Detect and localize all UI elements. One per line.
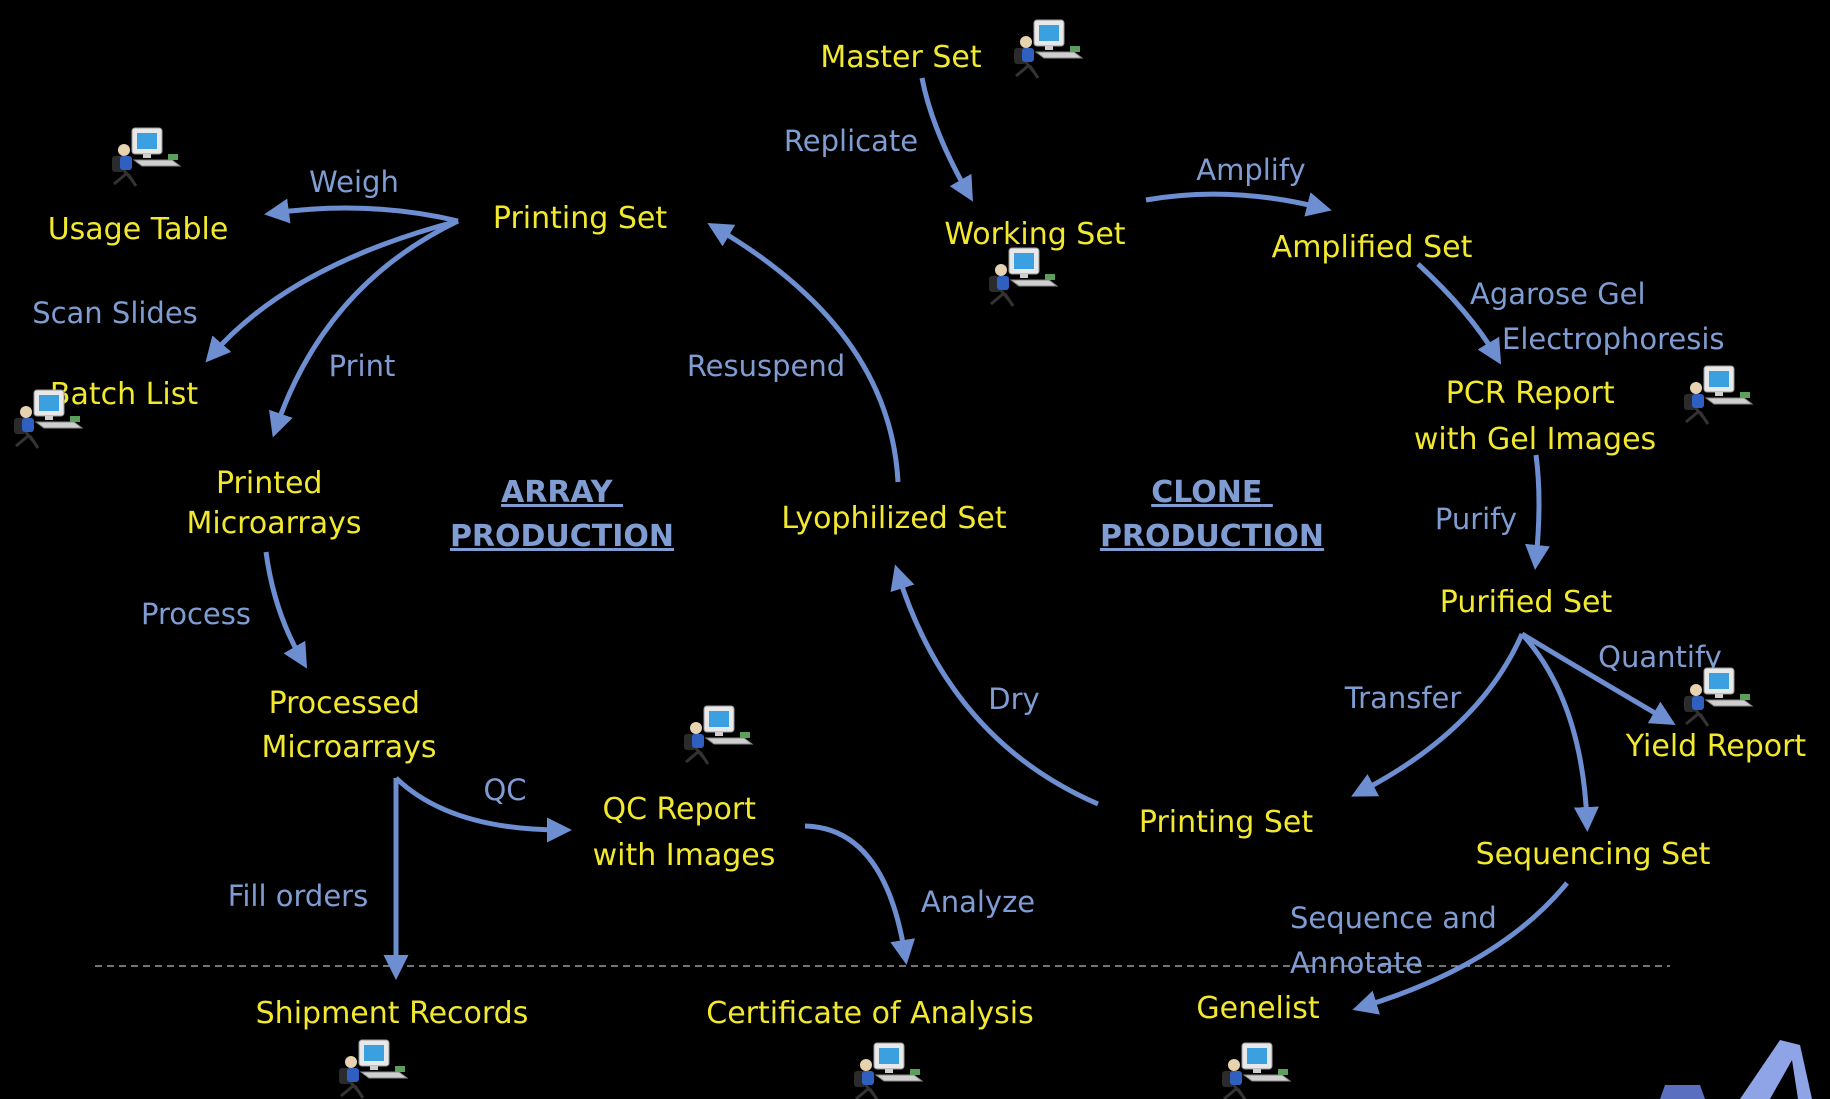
node-sequencing-set: Sequencing Set [1476, 837, 1711, 872]
label-process: Process [141, 597, 251, 631]
label-transfer: Transfer [1344, 681, 1462, 715]
node-genelist: Genelist [1196, 991, 1319, 1026]
label-purify: Purify [1435, 502, 1517, 536]
clone-production-title: CLONE PRODUCTION [1100, 475, 1324, 554]
label-weigh: Weigh [309, 165, 399, 199]
computer-user-icon [852, 1041, 924, 1099]
arrow-replicate [919, 77, 973, 202]
arrow-amplify [1145, 191, 1332, 217]
node-pcr-report: PCR Report with Gel Images [1414, 376, 1656, 457]
corner-logo [1660, 1040, 1812, 1099]
computer-user-icon [682, 704, 754, 766]
label-quantify: Quantify [1598, 640, 1722, 674]
computer-user-icon [1220, 1041, 1292, 1099]
computer-user-icon [987, 246, 1059, 308]
label-amplify: Amplify [1196, 153, 1305, 187]
label-qc: QC [483, 773, 526, 807]
node-printed-microarrays: Printed Microarrays [186, 466, 361, 541]
label-analyze: Analyze [921, 885, 1035, 919]
arrow-weigh [264, 198, 459, 224]
arrow-process [263, 551, 308, 669]
label-agarose-gel: Agarose Gel Electrophoresis [1470, 277, 1725, 356]
computer-user-icon [337, 1038, 409, 1099]
node-printing-set-right: Printing Set [1139, 805, 1313, 840]
label-print: Print [329, 349, 396, 383]
arrow-purify [1525, 454, 1550, 570]
computer-user-icon [1682, 364, 1754, 426]
label-fill-orders: Fill orders [228, 879, 368, 913]
label-resuspend: Resuspend [687, 349, 845, 383]
label-scan-slides: Scan Slides [32, 296, 198, 330]
arrow-scan-slides [205, 218, 459, 363]
node-qc-report: QC Report with Images [593, 792, 776, 873]
arrow-print [269, 218, 460, 438]
computer-user-icon [1012, 18, 1084, 80]
arrow-sequence-annotate [1352, 881, 1569, 1015]
arrow-dry [890, 564, 1099, 807]
computer-user-icon [1682, 666, 1754, 728]
node-working-set: Working Set [944, 217, 1125, 252]
node-yield-report: Yield Report [1625, 729, 1807, 764]
node-shipment-records: Shipment Records [256, 996, 529, 1031]
node-master-set: Master Set [820, 40, 981, 75]
node-lyophilized-set: Lyophilized Set [781, 501, 1006, 536]
node-batch-list: Batch List [50, 377, 198, 412]
node-certificate-of-analysis: Certificate of Analysis [706, 996, 1033, 1031]
label-dry: Dry [988, 682, 1039, 716]
node-amplified-set: Amplified Set [1272, 230, 1473, 265]
node-purified-set: Purified Set [1440, 585, 1613, 620]
node-processed-microarrays: Processed Microarrays [261, 686, 436, 765]
node-usage-table: Usage Table [48, 212, 229, 247]
arrow-sequencing [1520, 632, 1599, 832]
label-replicate: Replicate [784, 124, 918, 158]
node-printing-set-left: Printing Set [493, 201, 667, 236]
arrow-transfer [1351, 632, 1525, 797]
label-sequence-and-annotate: Sequence and Annotate [1290, 901, 1506, 980]
computer-user-icon [110, 126, 182, 188]
arrow-resuspend [707, 222, 901, 483]
arrow-quantify [1520, 631, 1676, 726]
array-production-title: ARRAY PRODUCTION [450, 475, 674, 554]
arrow-agarose [1416, 262, 1502, 365]
arrow-analyze [804, 823, 916, 965]
arrow-qc [394, 776, 572, 843]
